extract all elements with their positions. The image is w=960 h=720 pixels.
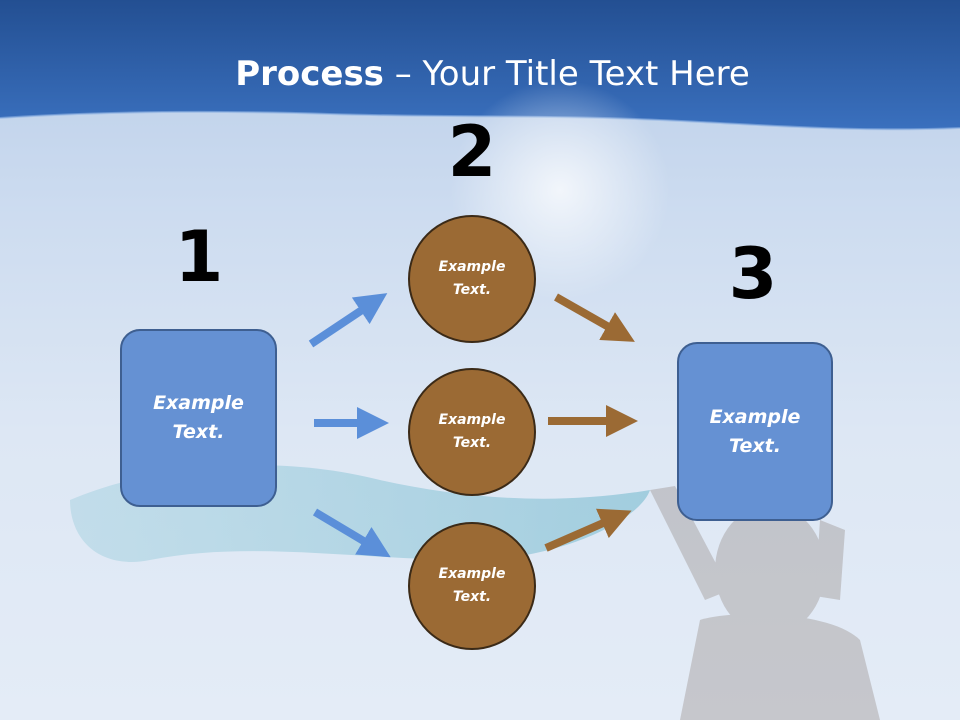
left-box-line1: Example [153,392,244,414]
right-box-line2: Text. [729,434,781,457]
step-number-3: 3 [728,233,778,315]
right-box-line1: Example [709,405,801,428]
process-circle-top: Example Text. [408,215,536,343]
circle-bottom-line2: Text. [452,589,492,605]
circle-top-line1: Example [438,259,506,275]
title-bold: Process [235,54,384,94]
left-process-box: Example Text. [120,329,277,507]
title-rest: – Your Title Text Here [383,54,750,94]
right-process-box: Example Text. [677,342,833,521]
circle-bottom-line1: Example [438,566,506,582]
step-number-1: 1 [174,216,224,298]
step-number-2: 2 [447,111,497,193]
circle-middle-line2: Text. [452,435,492,451]
circle-top-line2: Text. [452,282,492,298]
process-circle-bottom: Example Text. [408,522,536,650]
slide-title: Process – Your Title Text Here [0,52,960,96]
process-circle-middle: Example Text. [408,368,536,496]
left-box-line2: Text. [172,421,225,443]
circle-middle-line1: Example [438,412,506,428]
